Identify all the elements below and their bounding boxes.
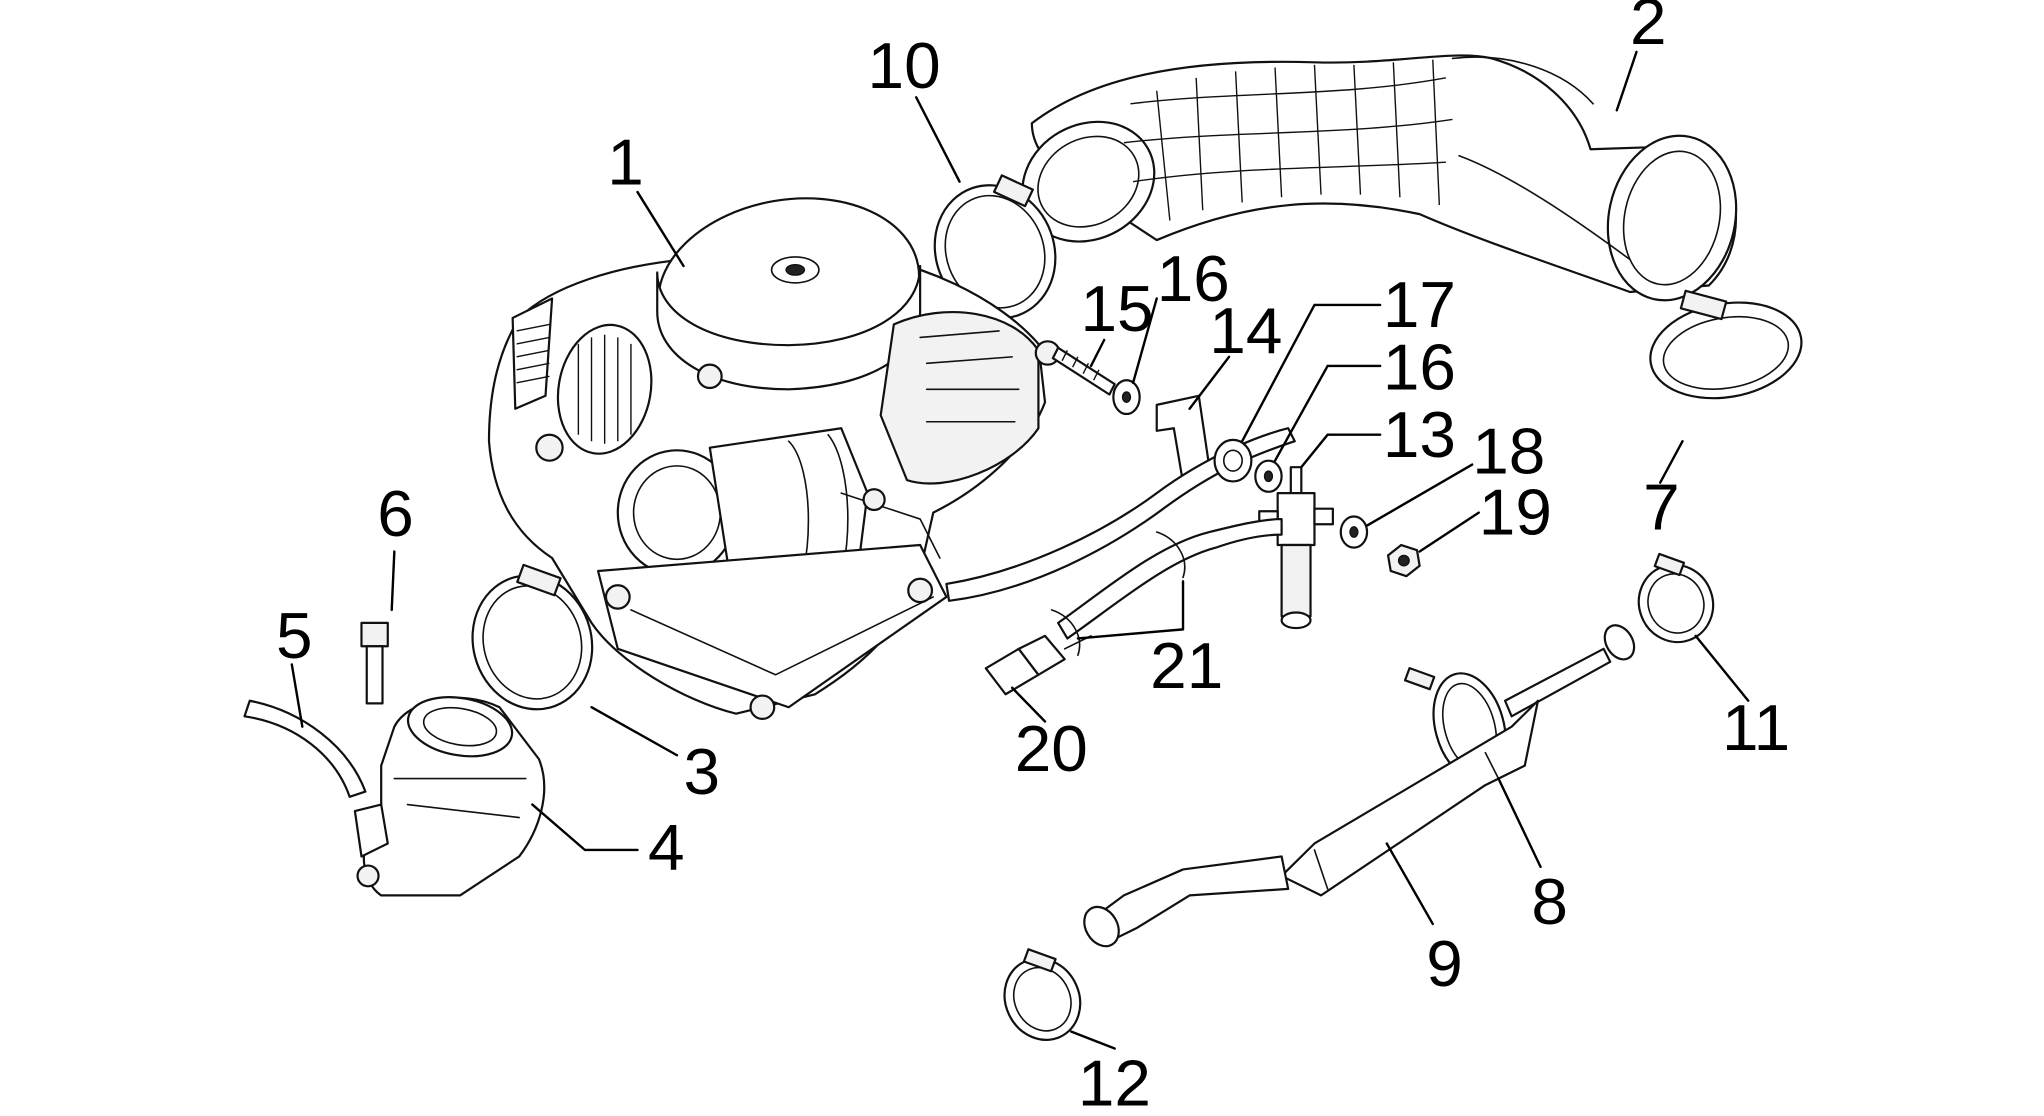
vacuum-hose-part [244,701,365,797]
callout-18: 18 [1472,415,1545,488]
callout-3: 3 [684,736,721,809]
bolt-part-15 [1036,341,1115,394]
washer-part-16b [1255,461,1281,492]
intake-manifold-part [355,690,544,896]
hose-part-21 [1052,519,1282,655]
leader-16a [1133,298,1157,382]
leader-16b [1275,366,1380,461]
callout-13: 13 [1383,398,1456,471]
breather-pipe-part-9 [1077,620,1640,952]
washer-part-16a [1113,380,1139,414]
callout-12: 12 [1078,1047,1151,1116]
hose-clamp-part-11 [1628,554,1724,652]
callout-16b: 16 [1383,331,1456,404]
callout-14: 14 [1209,294,1282,367]
callout-9: 9 [1426,928,1463,1001]
hose-clamp-part-10 [916,168,1074,335]
leader-7 [1660,441,1682,483]
hose-clamp-part-12 [991,946,1093,1052]
grommet-part-17 [1215,440,1252,482]
callout-15: 15 [1080,272,1153,345]
leader-15 [1091,340,1104,366]
leader-19 [1420,513,1479,552]
carburetor-part [489,179,1045,719]
washer-part-18 [1341,516,1367,547]
leader-8 [1498,779,1540,867]
leader-2 [1617,52,1637,110]
callout-2: 2 [1630,0,1667,58]
leader-12 [1071,1032,1114,1049]
leader-10 [916,97,959,181]
leader-6 [392,552,395,610]
callout-labels: 1 2 3 4 5 6 7 8 9 10 11 12 13 14 15 16 1… [276,0,1790,1116]
callout-16a: 16 [1157,242,1230,315]
callout-4: 4 [648,811,685,884]
callout-19: 19 [1479,476,1552,549]
connector-part-20 [986,636,1091,694]
leader-4 [532,805,637,850]
callout-1: 1 [607,126,644,199]
leader-5 [292,664,303,726]
intake-duct-part [1000,56,1751,313]
leader-21 [1078,581,1183,638]
callout-17: 17 [1383,268,1456,341]
fuel-line-part [946,428,1294,601]
callout-10: 10 [868,30,941,103]
callout-20: 20 [1015,712,1088,785]
leader-18 [1367,465,1472,526]
hose-clamp-part-7 [1643,291,1810,410]
callout-8: 8 [1531,865,1568,938]
callout-21: 21 [1150,629,1223,702]
leader-13 [1301,435,1380,467]
sensor-part-13 [1259,467,1333,628]
leader-3 [592,707,677,755]
bolt-part-6 [361,623,387,703]
leader-11 [1696,636,1749,701]
leader-lines [292,52,1748,1049]
callout-11: 11 [1722,691,1790,764]
nut-part-19 [1388,545,1420,576]
leader-9 [1387,843,1433,923]
leader-17 [1242,305,1380,441]
hose-clamp-part-3 [458,562,608,723]
leader-1 [638,192,684,266]
leader-14 [1190,357,1229,409]
callout-6: 6 [377,477,414,550]
callout-7: 7 [1643,471,1680,544]
callout-5: 5 [276,599,313,672]
leader-20 [1012,688,1045,722]
